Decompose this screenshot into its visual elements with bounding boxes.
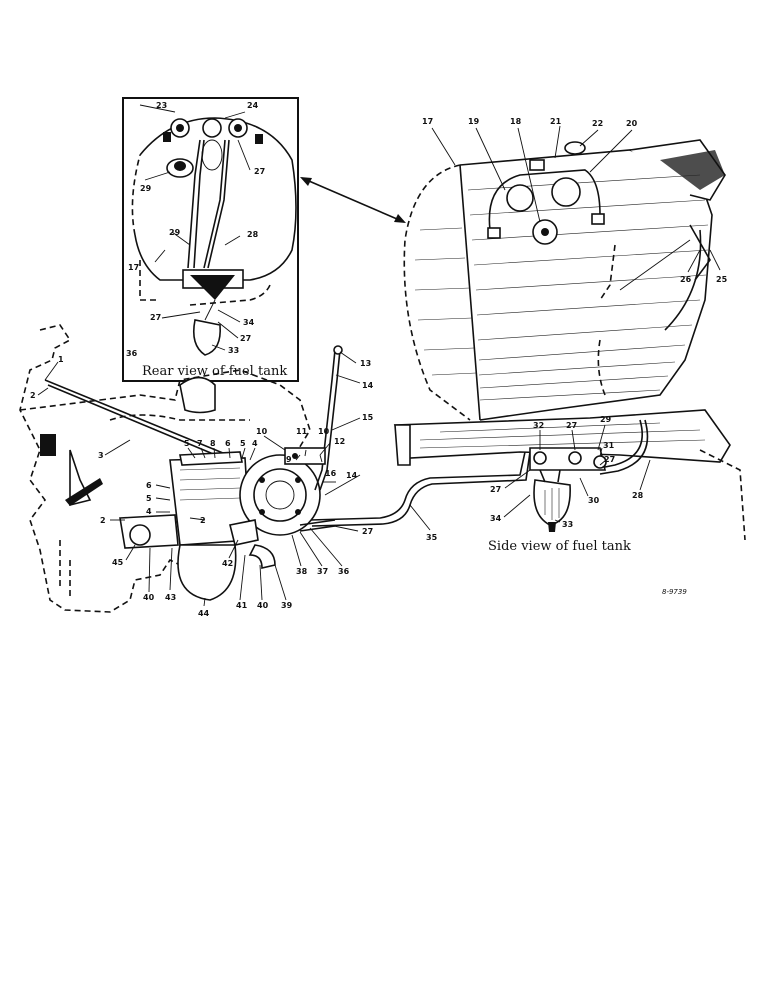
view-link-arrow <box>300 177 406 223</box>
inset-callout-27: 27 <box>254 167 265 176</box>
engine-callout-2b: 2 <box>200 516 206 525</box>
inset-callout-23: 23 <box>156 101 167 110</box>
engine-callout-4a: 4 <box>252 439 258 448</box>
engine-callout-37: 37 <box>317 567 328 576</box>
engine-callout-43: 43 <box>165 593 176 602</box>
engine-callout-4b: 4 <box>146 507 152 516</box>
tank-callout-27a: 27 <box>566 421 577 430</box>
tank-callout-25: 25 <box>716 275 728 284</box>
tank-callout-17: 17 <box>422 117 433 126</box>
engine-callout-38: 38 <box>296 567 308 576</box>
engine-callout-14b: 14 <box>346 471 358 480</box>
rear-view-caption: Rear view of fuel tank <box>142 364 287 379</box>
inset-callout-17: 17 <box>128 263 139 272</box>
engine-callout-27: 27 <box>362 527 373 536</box>
engine-callout-6b: 6 <box>146 481 152 490</box>
inset-callout-36: 36 <box>126 349 138 358</box>
engine-callout-1: 1 <box>58 355 64 364</box>
inset-tank-outline <box>134 117 297 281</box>
tank-callout-29: 29 <box>600 415 612 424</box>
engine-callout-7: 7 <box>197 439 203 448</box>
inset-callout-27b: 27 <box>150 313 161 322</box>
tank-callout-26: 26 <box>680 275 692 284</box>
engine-callout-45: 45 <box>112 558 124 567</box>
side-view-caption: Side view of fuel tank <box>488 539 631 554</box>
engine-callout-12: 12 <box>334 437 345 446</box>
engine-callout-13: 13 <box>360 359 371 368</box>
engine-callout-10a: 10 <box>256 427 268 436</box>
drawing-code: 8-9739 <box>662 588 687 596</box>
inset-callout-33: 33 <box>228 346 239 355</box>
inset-callout-29a: 29 <box>140 184 152 193</box>
engine-callout-11: 11 <box>296 427 308 436</box>
tank-callout-35: 35 <box>426 533 438 542</box>
tank-callout-31: 31 <box>603 441 615 450</box>
tank-callout-33: 33 <box>562 520 573 529</box>
engine-callout-41: 41 <box>236 601 248 610</box>
inset-callout-29b: 29 <box>169 228 181 237</box>
engine-callout-5a: 5 <box>184 439 190 448</box>
engine-callout-42: 42 <box>222 559 233 568</box>
engine-callout-40b: 40 <box>257 601 269 610</box>
tank-leaders <box>409 125 721 531</box>
tank-callout-21: 21 <box>550 117 562 126</box>
engine-callout-2a: 2 <box>30 391 36 400</box>
engine-callout-8a: 8 <box>210 439 216 448</box>
engine-callout-3: 3 <box>98 451 104 460</box>
engine-callout-16: 16 <box>325 469 337 478</box>
inset-callout-27c: 27 <box>240 334 251 343</box>
tank-callout-22: 22 <box>592 119 603 128</box>
engine-callout-14a: 14 <box>362 381 374 390</box>
tank-callout-18: 18 <box>510 117 522 126</box>
inset-callout-24: 24 <box>247 101 259 110</box>
tank-callout-28: 28 <box>632 491 644 500</box>
engine-leaders <box>37 351 361 607</box>
engine-callout-6a: 6 <box>225 439 231 448</box>
engine-callout-5c: 5 <box>146 494 152 503</box>
tank-callout-34: 34 <box>490 514 502 523</box>
tank-callout-20: 20 <box>626 119 638 128</box>
tank-callout-27c: 27 <box>490 485 501 494</box>
tank-callout-19: 19 <box>468 117 480 126</box>
engine-callout-2c: 2 <box>100 516 106 525</box>
rear-view-inset <box>122 97 299 382</box>
inset-callout-34: 34 <box>243 318 255 327</box>
engine-callout-36: 36 <box>338 567 350 576</box>
inset-callout-28: 28 <box>247 230 259 239</box>
engine-callout-40a: 40 <box>143 593 155 602</box>
engine-callout-15: 15 <box>362 413 374 422</box>
tank-callout-30: 30 <box>588 496 600 505</box>
engine-callout-39: 39 <box>281 601 293 610</box>
fuel-filter <box>529 447 607 532</box>
tank-callout-32: 32 <box>533 421 544 430</box>
engine-callout-44: 44 <box>198 609 210 618</box>
tank-callout-27b: 27 <box>604 455 615 464</box>
fuel-lines <box>309 419 649 527</box>
engine-callout-9: 9 <box>286 455 292 464</box>
fuel-tank <box>403 139 726 421</box>
engine-callout-5b: 5 <box>240 439 246 448</box>
engine-callout-10b: 10 <box>318 427 330 436</box>
